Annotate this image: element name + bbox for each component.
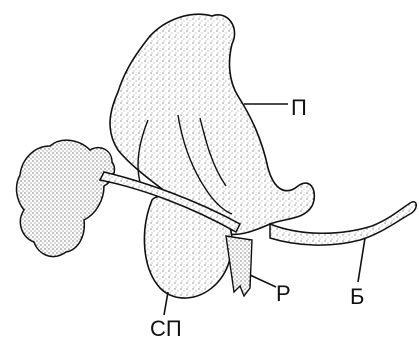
leader-line-b (358, 238, 365, 282)
leader-line-sp (164, 292, 168, 315)
left-lobe (17, 140, 115, 256)
label-b: Б (350, 286, 364, 308)
leader-line-r (250, 275, 276, 287)
upper-structure-p (110, 14, 314, 234)
root-r (226, 236, 252, 296)
label-sp: СП (150, 318, 182, 340)
label-p: П (291, 97, 307, 119)
label-r: Р (276, 283, 291, 305)
